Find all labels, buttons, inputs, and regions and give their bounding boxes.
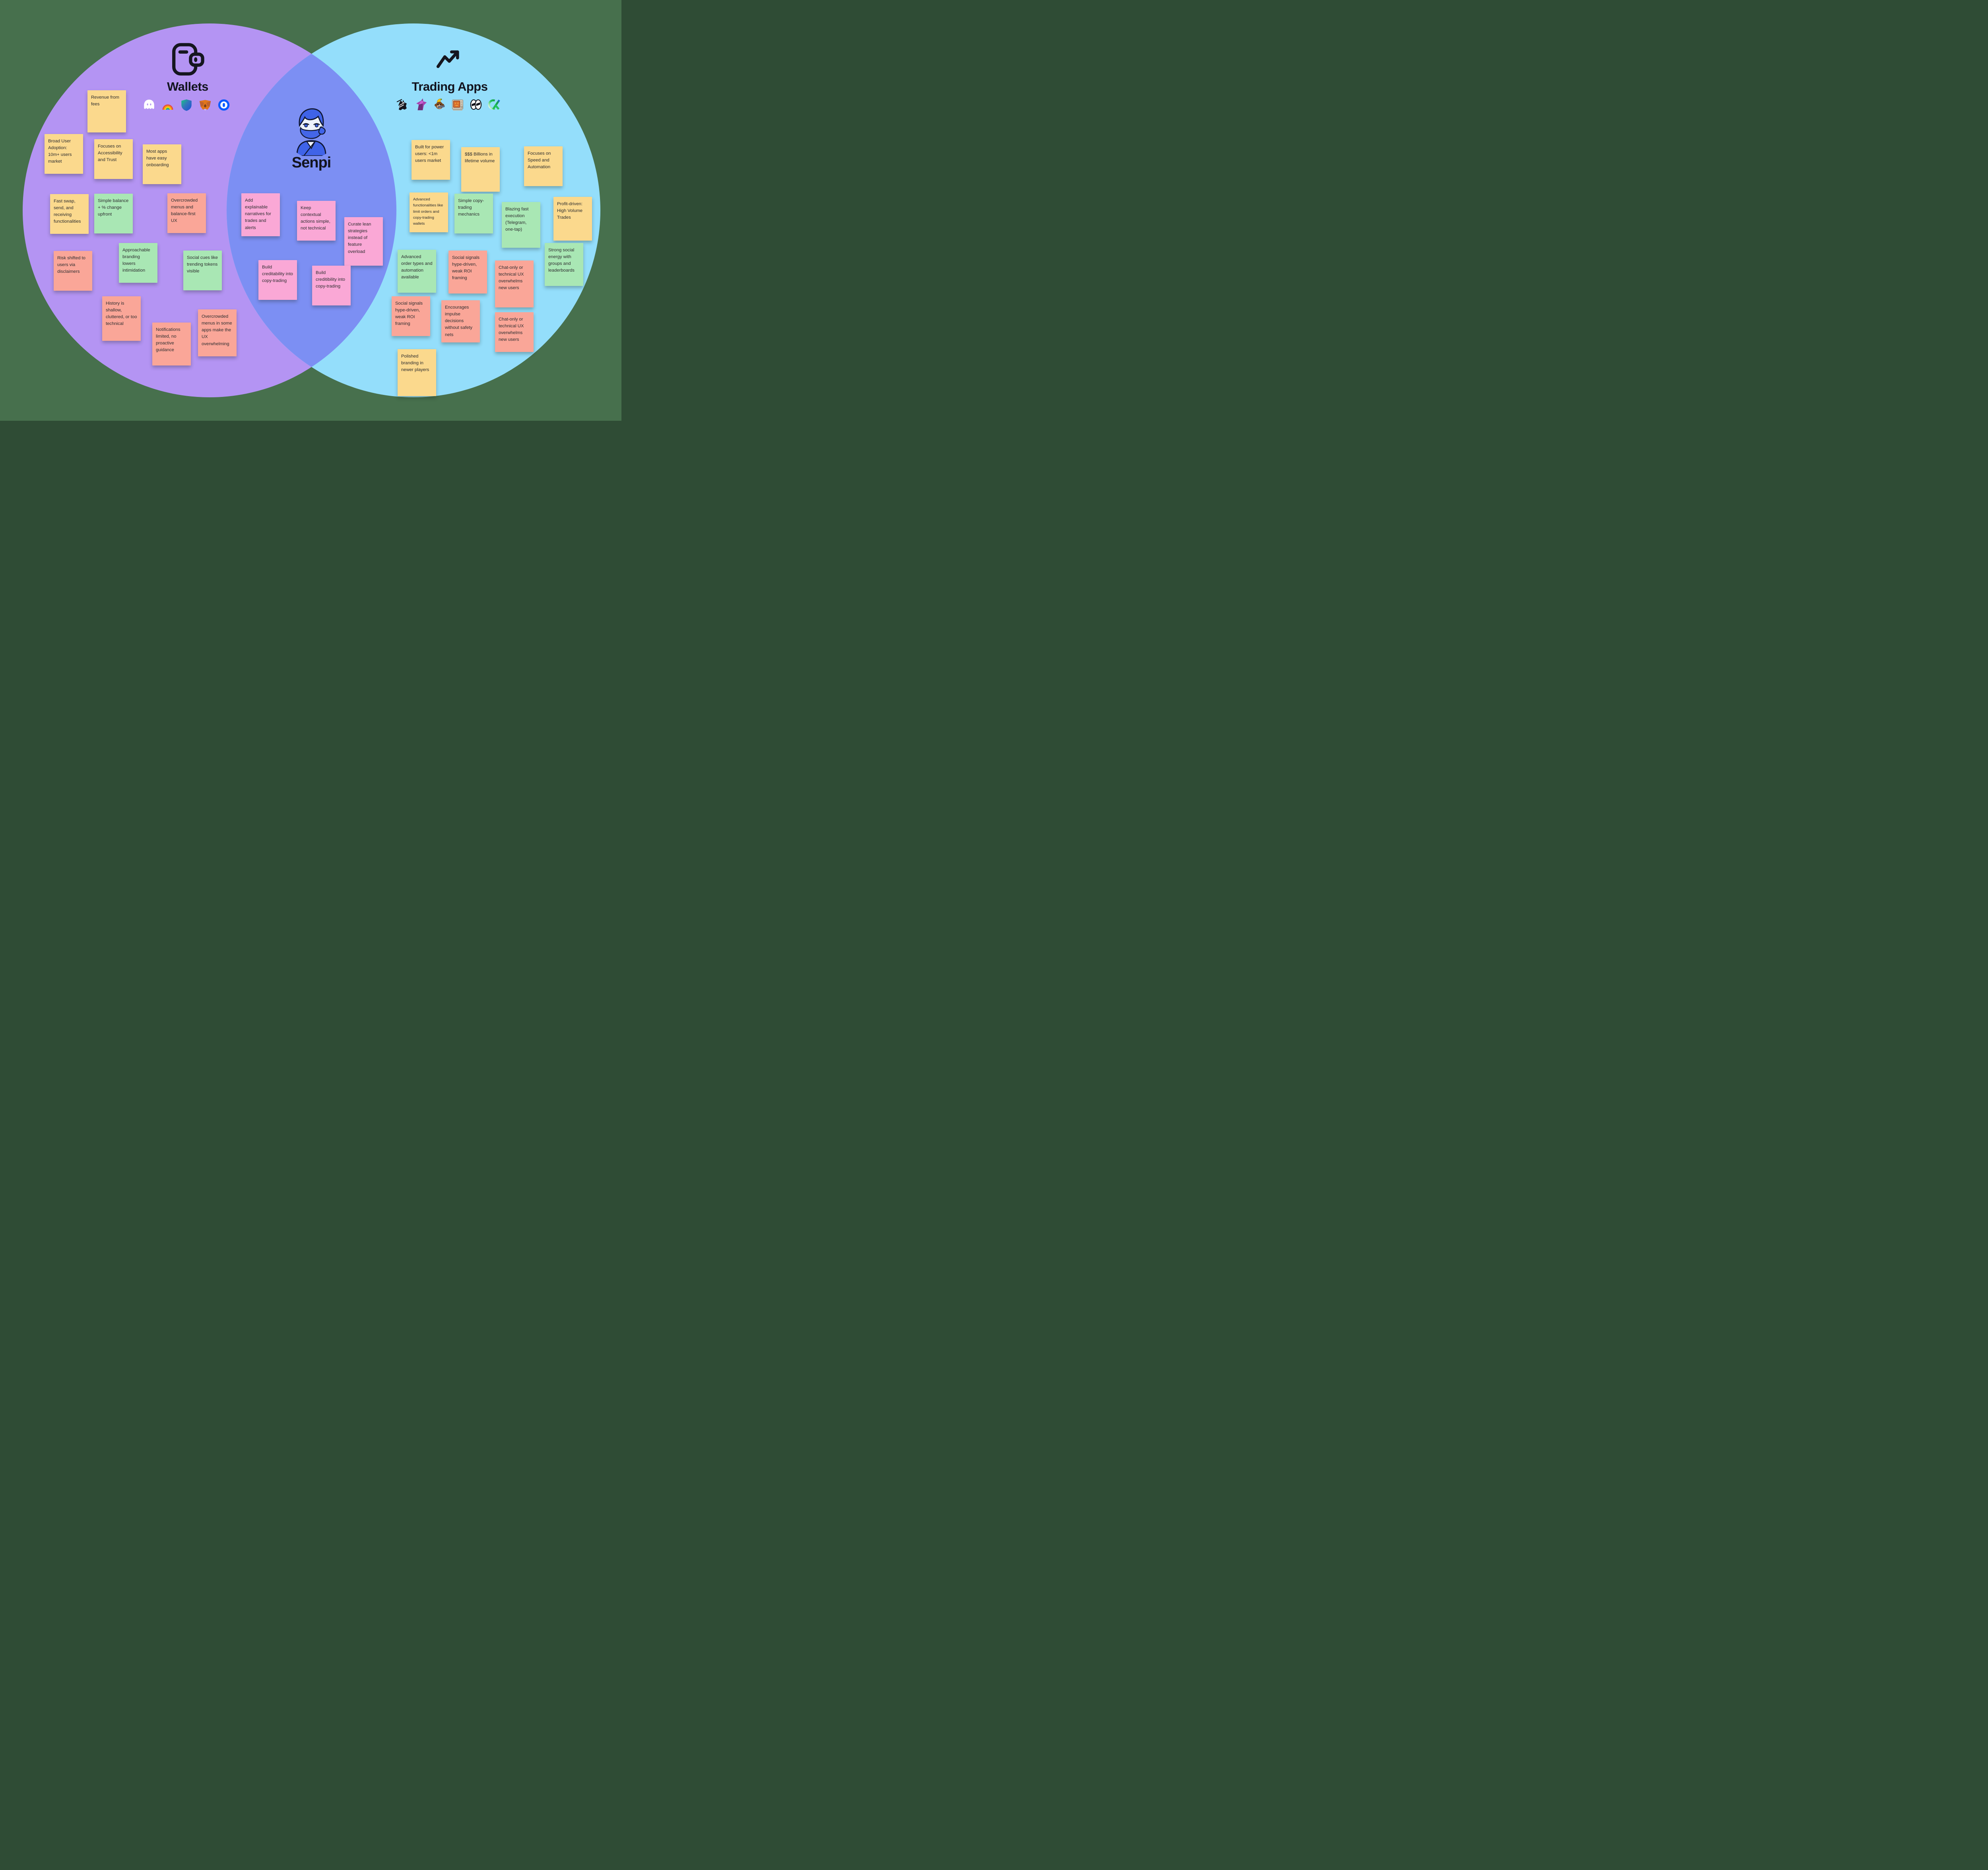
sticky-note[interactable]: Chat-only or technical UX overwhelms new… [495,260,534,307]
sketch-cat-icon [396,98,410,111]
trending-up-icon [436,49,463,69]
origami-unicorn-icon [414,98,428,111]
senpi-title: Senpi [291,154,331,171]
sticky-note[interactable]: Approachable branding lowers intimidatio… [119,243,157,283]
sticky-note[interactable]: Blazing fast execution (Telegram, one-ta… [502,202,540,248]
sticky-note[interactable]: Simple balance + % change upfront [94,194,133,233]
wallets-app-icons [142,98,231,112]
metamask-fox-icon [198,98,212,112]
sticky-note[interactable]: Built for power users: <1m users market [412,140,450,180]
retro-terminal-icon [451,98,464,111]
wallet-icon [170,42,205,79]
sticky-note[interactable]: Most apps have easy onboarding [143,144,181,184]
trading-apps-title: Trading Apps [412,80,488,93]
coinbase-icon [217,98,231,112]
venn-board: Wallets [0,0,621,421]
sticky-note[interactable]: Advanced functionalities like limit orde… [410,192,448,232]
senpi-ninja-avatar [292,106,330,156]
sticky-note[interactable]: Overcrowded menus in some apps make the … [198,309,237,356]
sticky-note[interactable]: Simple copy-trading mechanics [454,194,493,233]
cx-gradient-icon [487,98,501,111]
phantom-ghost-icon [142,98,156,112]
rainbow-icon [161,98,175,112]
trading-app-icons [396,98,501,111]
sticky-note[interactable]: History is shallow, cluttered, or too te… [102,296,141,341]
sticky-note[interactable]: Focuses on Speed and Automation [524,146,563,186]
sticky-note[interactable]: Revenue from fees [87,90,126,132]
trust-shield-icon [180,98,193,112]
sticky-note[interactable]: Build creditability into copy-trading [258,260,297,300]
bubble-n-icon [469,98,483,111]
sticky-note[interactable]: Overcrowded menus and balance-first UX [167,193,206,233]
sticky-note[interactable]: Profit-driven: High Volume Trades [553,197,592,241]
wallets-title: Wallets [167,80,208,93]
sticky-note[interactable]: Encourages impulse decisions without saf… [441,300,480,342]
sticky-note[interactable]: Advanced order types and automation avai… [398,250,436,293]
sticky-note[interactable]: Build creditibility into copy-trading [312,266,351,305]
sticky-note[interactable]: Fast swap, send, and receiving functiona… [50,194,89,234]
sticky-note[interactable]: Notifications limited, no proactive guid… [152,323,191,365]
sticky-note[interactable]: Focuses on Accessibility and Trust [94,139,133,179]
sticky-note[interactable]: Risk shifted to users via disclaimers [54,251,92,291]
sticky-note[interactable]: Social signals hype-driven, weak ROI fra… [392,296,430,336]
sticky-note[interactable]: $$$ Billions in lifetime volume [461,147,500,192]
sticky-note[interactable]: Social signals hype-driven, weak ROI fra… [448,251,487,294]
sticky-note[interactable]: Social cues like trending tokens visible [183,251,222,290]
sticky-note[interactable]: Polished branding in newer players [398,349,436,396]
sticky-note[interactable]: Strong social energy with groups and lea… [545,243,583,286]
sticky-note[interactable]: Chat-only or technical UX overwhelms new… [495,312,534,352]
sticky-note[interactable]: Keep contextual actions simple, not tech… [297,201,336,241]
banana-gun-monkey-icon [433,98,446,111]
sticky-note[interactable]: Broad User Adoption: 10m+ users market [45,134,83,174]
sticky-note[interactable]: Add explainable narratives for trades an… [241,193,280,236]
sticky-note[interactable]: Curate lean strategies instead of featur… [344,217,383,266]
